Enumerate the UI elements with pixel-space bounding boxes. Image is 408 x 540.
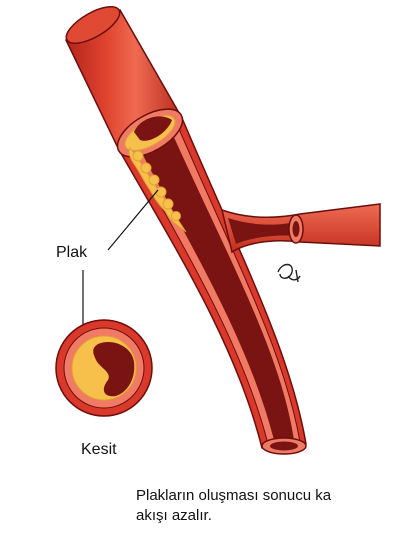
caption-line-1: Plakların oluşması sonucu ka bbox=[136, 486, 408, 506]
caption-line-2: akışı azalır. bbox=[136, 506, 408, 526]
artery-illustration bbox=[0, 0, 408, 470]
plaque-label: Plak bbox=[54, 243, 89, 263]
cross-section-label: Kesit bbox=[79, 440, 119, 460]
caption: Plakların oluşması sonucu ka akışı azalı… bbox=[136, 486, 408, 526]
cross-section bbox=[56, 320, 152, 416]
plaque-leader-line bbox=[108, 190, 158, 250]
artery-branch bbox=[222, 204, 380, 252]
artist-signature bbox=[278, 265, 300, 283]
